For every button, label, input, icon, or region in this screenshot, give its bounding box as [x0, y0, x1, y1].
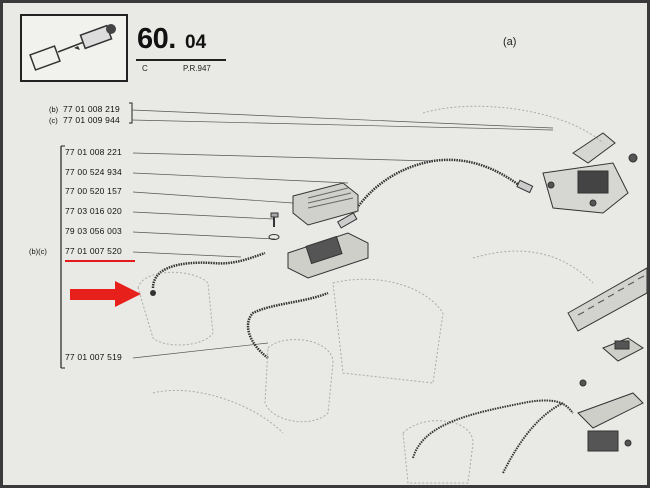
- part-ref: 77 00 520 157: [65, 186, 122, 196]
- view-label: (a): [503, 36, 517, 48]
- section-pr-number: P.R.947: [183, 64, 211, 73]
- ref-b-number: 77 01 008 219: [63, 104, 120, 114]
- catalogue-page: 60. 04 C P.R.947 (a): [3, 3, 647, 485]
- red-underline: [65, 260, 135, 262]
- part-ref: 77 00 524 934: [65, 167, 122, 177]
- part-ref: 77 03 016 020: [65, 206, 122, 216]
- section-class: C: [142, 64, 148, 73]
- parts-tag-bc: (b)(c): [29, 247, 47, 256]
- cable-thumbnail-icon: [29, 24, 116, 71]
- section-code: 60.: [137, 23, 176, 55]
- red-pointer-arrow: [70, 281, 141, 307]
- ref-tag-c: (c): [49, 116, 58, 125]
- bolt: [268, 212, 280, 240]
- section-subcode: 04: [185, 32, 207, 53]
- part-ref: 79 03 056 003: [65, 226, 122, 236]
- section-code-rule: [136, 59, 226, 61]
- latch-mechanism: [542, 132, 638, 214]
- bracket-plate: [287, 232, 369, 279]
- seat-outlines: [137, 105, 604, 484]
- ref-c-number: 77 01 009 944: [63, 115, 120, 125]
- part-ref: 77 01 008 221: [65, 147, 122, 157]
- lower-latch: [577, 379, 644, 452]
- section-thumbnail: [20, 14, 128, 82]
- exploded-diagram: [60, 102, 647, 484]
- seat-rail: [567, 267, 647, 332]
- part-ref-bottom: 77 01 007 519: [65, 352, 122, 362]
- part-ref-highlighted: 77 01 007 520: [65, 246, 122, 256]
- cable-cover: [292, 182, 359, 226]
- ref-tag-b: (b): [49, 105, 59, 114]
